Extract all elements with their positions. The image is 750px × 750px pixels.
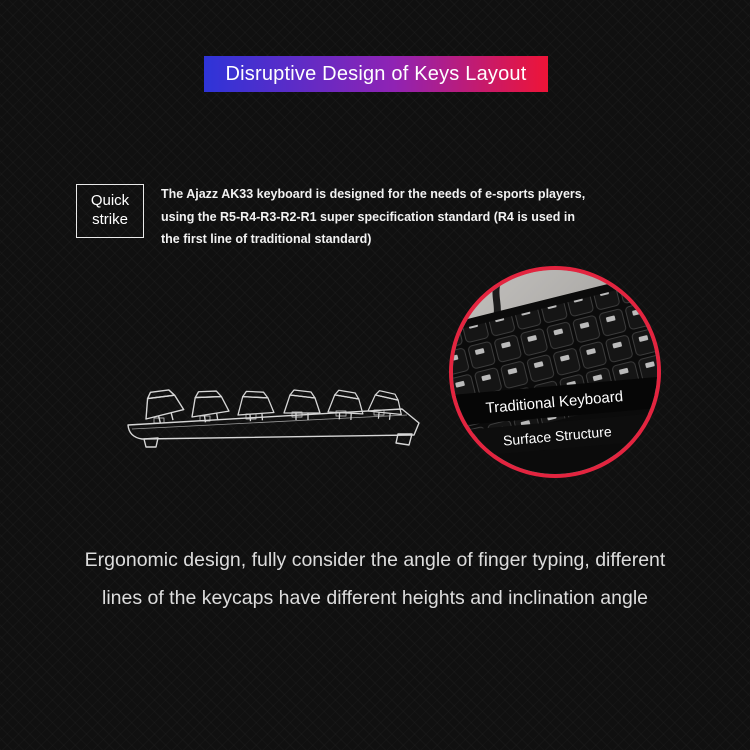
keyboard-photo: Traditional Keyboard Surface Structure [449,266,661,478]
keycap-row-r4 [187,386,231,425]
section-title: Disruptive Design of Keys Layout [225,62,527,85]
feature-description: The Ajazz AK33 keyboard is designed for … [161,187,586,246]
footer-text: Ergonomic design, fully consider the ang… [0,541,750,617]
keyboard-photo-art: Traditional Keyboard Surface Structure [453,270,657,474]
quick-strike-box: Quick strike [76,184,144,238]
photo-caption-primary-band [453,375,657,429]
keyboard-profile-diagram [127,384,420,448]
keycap-row-r5 [139,384,187,428]
quick-strike-label-line2: strike [92,211,128,228]
footer-line1: Ergonomic design, fully consider the ang… [84,549,666,571]
quick-strike-label-line1: Quick [90,192,130,210]
photo-caption-secondary-band [453,411,657,460]
section-title-banner: Disruptive Design of Keys Layout [197,49,555,99]
footer-line2: lines of the keycaps have different heig… [101,587,648,610]
